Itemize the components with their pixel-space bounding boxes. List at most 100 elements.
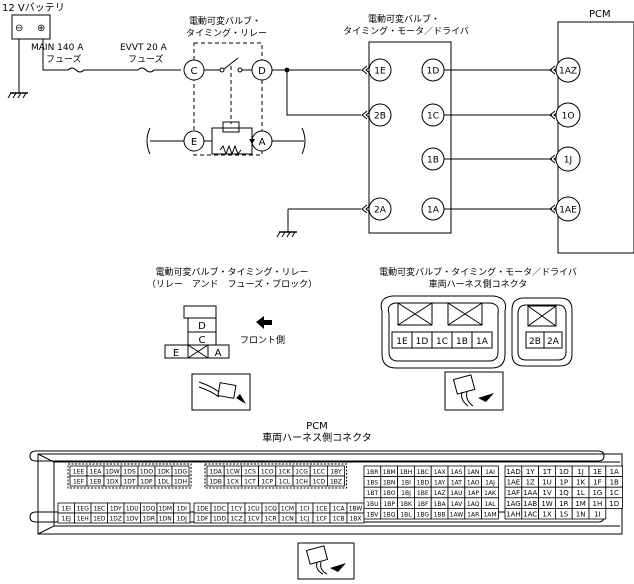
pcm-pin-1x: 1X: [538, 507, 556, 520]
pcm-pin-1dp: 1DP: [137, 475, 156, 487]
svg-text:1DE: 1DE: [196, 505, 208, 512]
svg-text:1CO: 1CO: [261, 468, 274, 475]
pcm-pin-1dl: 1DL: [154, 475, 173, 487]
svg-text:1D: 1D: [427, 67, 440, 77]
pcm-pin-1m: 1M: [571, 497, 590, 509]
relay-e-wire-break: [146, 127, 151, 155]
svg-text:1CY: 1CY: [231, 505, 243, 512]
pcm-pin-1dz: 1DZ: [107, 512, 125, 524]
svg-text:1E: 1E: [593, 468, 602, 476]
svg-text:1AB: 1AB: [523, 500, 537, 508]
pcm-connector-photo-icon: [297, 542, 355, 580]
svg-text:1DK: 1DK: [157, 468, 170, 475]
pcm-pin-1ci: 1CI: [295, 502, 314, 514]
pcm-pin-1dm: 1DM: [156, 502, 174, 514]
svg-text:1V: 1V: [542, 489, 551, 497]
pcm-pin-1dw: 1DW: [103, 465, 122, 477]
pcm-pin-1q: 1Q: [555, 486, 573, 499]
svg-text:1EB: 1EB: [90, 478, 102, 485]
pcm-pin-1cv: 1CV: [244, 512, 263, 524]
svg-text:1AO: 1AO: [467, 480, 480, 487]
svg-text:1A: 1A: [476, 337, 489, 347]
relay-resistor-symbol: [219, 144, 242, 156]
pcm-pin-1t: 1T: [538, 465, 556, 478]
svg-text:1DS: 1DS: [123, 468, 135, 475]
svg-text:1EH: 1EH: [77, 515, 89, 522]
svg-text:1B: 1B: [456, 337, 468, 347]
pcm-pin-1ad: 1AD: [504, 465, 523, 478]
svg-text:1BQ: 1BQ: [383, 511, 396, 518]
svg-text:1CD: 1CD: [312, 478, 325, 485]
svg-text:1DP: 1DP: [140, 478, 152, 485]
svg-text:1CC: 1CC: [313, 468, 325, 475]
svg-text:1U: 1U: [542, 479, 552, 487]
pcm-pin-1am: 1AM: [481, 507, 499, 520]
relay-coil-wire-lower: [211, 141, 253, 155]
relay-conn-cell-a: A: [215, 348, 222, 359]
svg-text:1D: 1D: [609, 500, 619, 508]
pcm-pin-1dr: 1DR: [140, 512, 158, 524]
pcm-pin-1s: 1S: [555, 507, 573, 520]
relay-connector-view: D C E A: [164, 305, 230, 359]
pcm-pin-1dn: 1DN: [156, 512, 174, 524]
pcm-pin-1an: 1AN: [464, 465, 482, 478]
svg-text:1J: 1J: [577, 468, 584, 476]
pcm-pin-1cs: 1CS: [240, 465, 259, 477]
svg-text:1Y: 1Y: [526, 468, 535, 476]
svg-text:1CK: 1CK: [278, 468, 291, 475]
svg-text:1AR: 1AR: [467, 511, 479, 518]
pcm-pin-1bt: 1BT: [363, 486, 382, 499]
driver-connector-title-line2: 車両ハーネス側コネクタ: [429, 278, 528, 290]
svg-text:1BF: 1BF: [417, 501, 429, 508]
pcm-pin-1cq: 1CQ: [261, 502, 280, 514]
svg-text:1BJ: 1BJ: [401, 490, 411, 497]
relay-connector-title-line1: 電動可変バルブ・タイミング・リレー: [155, 266, 308, 278]
relay-box: [193, 42, 263, 156]
pcm-pin-1ck: 1CK: [275, 465, 294, 477]
pcm-pin-1as: 1AS: [447, 465, 466, 478]
relay-terminal-a: A: [251, 130, 273, 152]
svg-text:1I: 1I: [594, 510, 601, 518]
svg-text:1BS: 1BS: [367, 480, 379, 487]
svg-text:1AA: 1AA: [523, 489, 537, 497]
svg-text:1DQ: 1DQ: [142, 505, 155, 512]
svg-text:1Z: 1Z: [526, 479, 535, 487]
svg-text:1CW: 1CW: [226, 468, 240, 475]
pcm-pin-1cn: 1CN: [278, 512, 297, 524]
pcm-pin-1ah: 1AH: [504, 507, 523, 520]
pcm-pin-1dq: 1DQ: [140, 502, 158, 514]
svg-text:1B: 1B: [610, 479, 619, 487]
pcm-pin-1cd: 1CD: [309, 475, 328, 487]
pcm-pin-1c: 1C: [605, 486, 623, 499]
main-fuse-symbol: [67, 67, 85, 73]
svg-text:2A: 2A: [374, 206, 387, 216]
svg-text:1AU: 1AU: [450, 490, 462, 497]
pcm-pin-1p: 1P: [555, 476, 573, 488]
pcm-pin-1ax: 1AX: [430, 465, 449, 478]
svg-text:1AV: 1AV: [451, 501, 464, 508]
battery-label: 12 Vバッテリ: [2, 2, 65, 14]
pcm-pin-1bf: 1BF: [413, 497, 432, 509]
svg-text:1DL: 1DL: [158, 478, 170, 485]
svg-text:1C: 1C: [436, 337, 448, 347]
battery-plus-wire: [42, 39, 68, 71]
svg-text:1AN: 1AN: [467, 469, 479, 476]
driver-conn-pin-1a: 1A: [471, 331, 493, 349]
svg-text:1K: 1K: [576, 479, 585, 487]
pcm-pin-1dy: 1DY: [107, 502, 125, 514]
driver-connector-title-line1: 電動可変バルブ・タイミング・モータ／ドライバ: [379, 266, 577, 278]
pcm-pin-1ae: 1AE: [504, 476, 523, 488]
pcm-pin-1bl: 1BL: [397, 507, 415, 520]
pcm-pin-1bi: 1BI: [397, 476, 415, 488]
svg-text:2A: 2A: [547, 337, 560, 347]
pcm-pin-1k: 1K: [571, 476, 590, 488]
svg-text:1EC: 1EC: [93, 505, 105, 512]
pcm-pin-1ay: 1AY: [430, 476, 449, 488]
pcm-pin-1ae: 1AE: [555, 196, 581, 222]
pcm-pin-1dt: 1DT: [120, 475, 139, 487]
pcm-pin-1cf: 1CF: [312, 512, 331, 524]
svg-text:1BU: 1BU: [366, 501, 378, 508]
svg-text:1DM: 1DM: [158, 505, 172, 512]
svg-text:1N: 1N: [576, 510, 586, 518]
